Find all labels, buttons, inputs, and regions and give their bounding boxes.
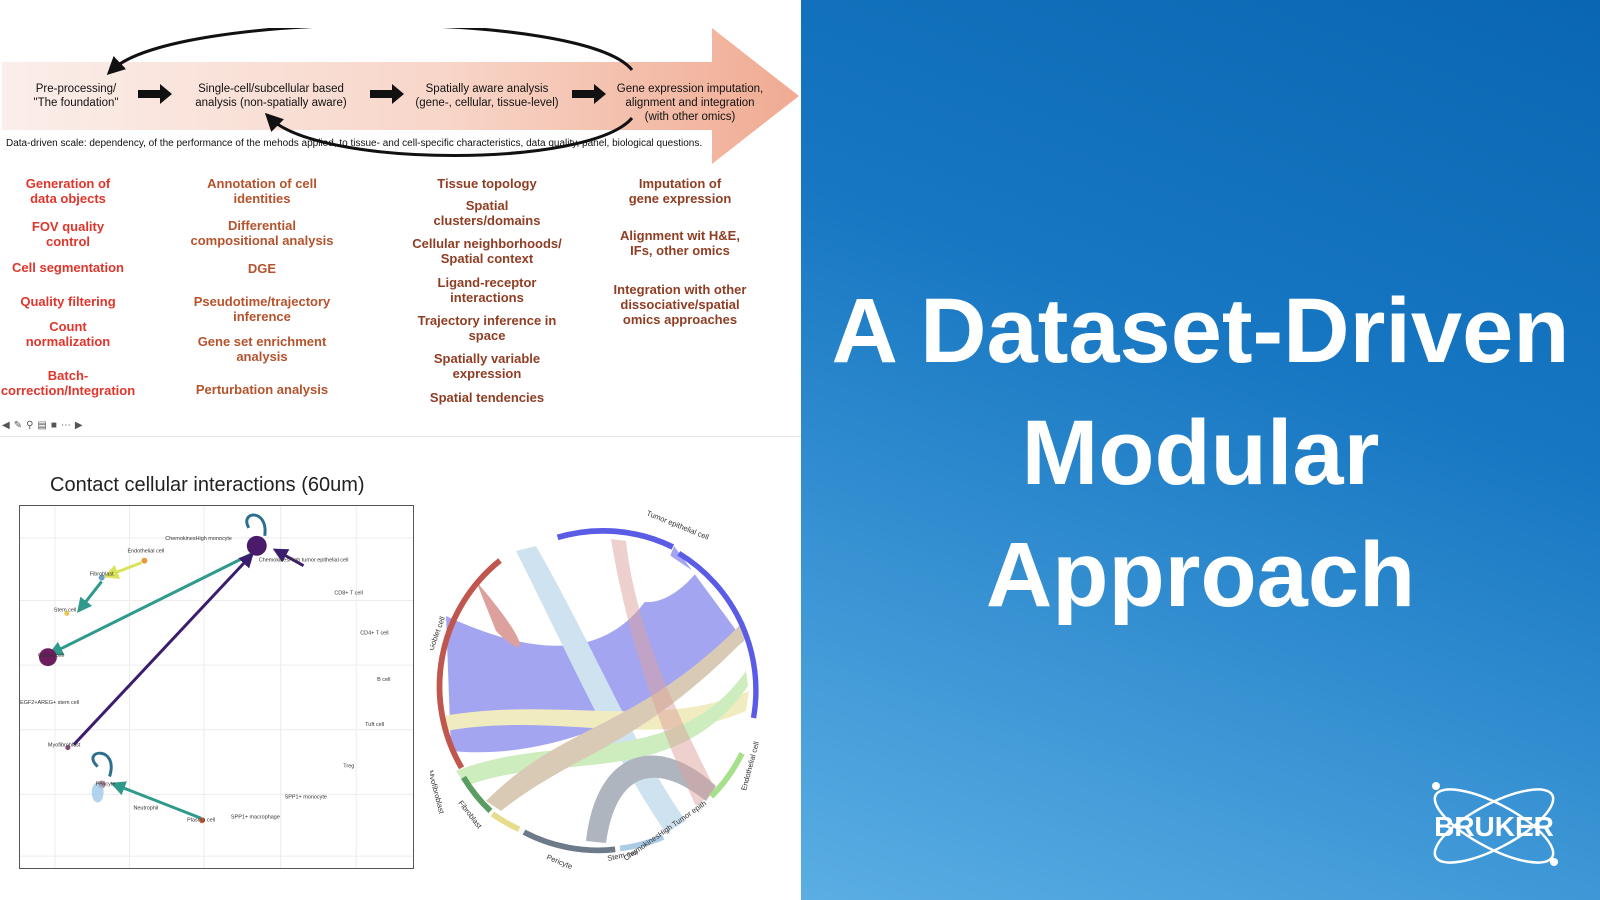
svg-text:Plasma cell: Plasma cell [187, 817, 215, 823]
camera-icon[interactable]: ■ [50, 420, 57, 431]
svg-text:Pericyte: Pericyte [96, 781, 116, 787]
network-title: Contact cellular interactions (60um) [50, 474, 365, 496]
method-item: Quality filtering [20, 294, 116, 309]
scale-note: Data-driven scale: dependency, of the pe… [6, 138, 703, 149]
svg-text:Stem cell: Stem cell [54, 607, 76, 613]
method-item: Cell segmentation [12, 260, 124, 275]
svg-text:Fibroblast: Fibroblast [90, 572, 114, 578]
method-item: FOV quality control [31, 219, 105, 249]
network-graph: Endothelial cell Fibroblast Stem cell Go… [19, 505, 414, 869]
method-item: Batch- correction/Integration [0, 368, 136, 398]
svg-text:Myofibroblast: Myofibroblast [430, 769, 447, 815]
title-panel: A Dataset-Driven Modular Approach [801, 0, 1600, 900]
bruker-logo: BRUKER [1432, 782, 1558, 866]
chord-diagram: Tumor epithelial cell Goblet cell Myofib… [430, 509, 761, 871]
nodes [38, 535, 267, 824]
svg-text:B cell: B cell [377, 677, 390, 683]
method-item: Tissue topology [437, 176, 537, 191]
svg-text:ChemokinesHigh tumor epithelia: ChemokinesHigh tumor epithelial cell [259, 558, 349, 564]
caption-icon[interactable]: ▤ [37, 420, 47, 431]
method-item: Spatial tendencies [429, 390, 545, 405]
method-item: Spatial clusters/domains [433, 198, 541, 228]
svg-text:CD4+ T cell: CD4+ T cell [360, 630, 388, 636]
svg-text:CD8+ T cell: CD8+ T cell [334, 591, 362, 597]
method-item: Spatially variable expression [433, 351, 541, 381]
method-item: Differential compositional analysis [190, 218, 334, 248]
grid [20, 506, 413, 868]
pen-icon[interactable]: ✎ [13, 420, 23, 431]
svg-text:EGF2+AREG+ stem cell: EGF2+AREG+ stem cell [20, 700, 79, 706]
method-item: Perturbation analysis [195, 382, 329, 397]
stage-single-cell: Single-cell/subcellular based analysis (… [195, 83, 347, 109]
step-arrows [138, 84, 606, 104]
svg-text:ChemokinesHigh monocyte: ChemokinesHigh monocyte [165, 536, 232, 542]
method-item: Generation of data objects [25, 176, 111, 206]
svg-text:Tuft cell: Tuft cell [365, 722, 384, 728]
brand-name: BRUKER [1434, 811, 1554, 842]
svg-text:Myofibroblast: Myofibroblast [48, 743, 81, 749]
forward-icon[interactable]: ▶ [74, 420, 83, 431]
back-icon[interactable]: ◀ [2, 420, 10, 431]
method-item: DGE [247, 261, 277, 276]
method-item: Alignment wit H&E, IFs, other omics [620, 228, 740, 258]
method-item: Imputation of gene expression [628, 176, 732, 206]
method-item: Ligand-receptor interactions [437, 275, 537, 305]
method-item: Cellular neighborhoods/ Spatial context [412, 236, 562, 266]
chord-ribbons [443, 533, 749, 843]
svg-text:Neutrophil: Neutrophil [133, 805, 158, 811]
zoom-icon[interactable]: ⚲ [26, 420, 34, 431]
slide-headline: A Dataset-Driven Modular Approach [831, 280, 1570, 626]
method-item: Count normalization [25, 319, 111, 349]
workflow-arrow [2, 28, 799, 164]
viewer-toolbar: ◀ ✎ ⚲ ▤ ■ ⋯ ▶ [2, 420, 83, 432]
method-item: Annotation of cell identities [207, 176, 317, 206]
svg-text:Treg: Treg [343, 764, 354, 770]
divider [0, 436, 801, 437]
svg-text:Endothelial cell: Endothelial cell [127, 549, 164, 555]
node-labels: Endothelial cell Fibroblast Stem cell Go… [20, 536, 390, 823]
method-item: Integration with other dissociative/spat… [613, 282, 747, 327]
method-item: Pseudotime/trajectory inference [193, 294, 331, 324]
slide-content: Pre-processing/ "The foundation" Single-… [0, 28, 801, 872]
svg-text:SPP1+ monocyte: SPP1+ monocyte [285, 794, 327, 800]
stage-preprocessing: Pre-processing/ "The foundation" [33, 83, 119, 109]
more-icon[interactable]: ⋯ [60, 420, 71, 431]
method-item: Gene set enrichment analysis [197, 334, 327, 364]
stage-imputation: Gene expression imputation, alignment an… [616, 83, 764, 123]
chord-arcs [436, 527, 759, 854]
svg-text:SPP1+ macrophage: SPP1+ macrophage [231, 814, 280, 820]
svg-text:Endothelial cell: Endothelial cell [739, 740, 761, 791]
method-item: Trajectory inference in space [417, 313, 557, 343]
edges [47, 513, 305, 820]
svg-text:Goblet cell: Goblet cell [38, 653, 64, 659]
stage-spatial: Spatially aware analysis (gene-, cellula… [415, 83, 559, 109]
svg-text:Pericyte: Pericyte [545, 853, 573, 871]
